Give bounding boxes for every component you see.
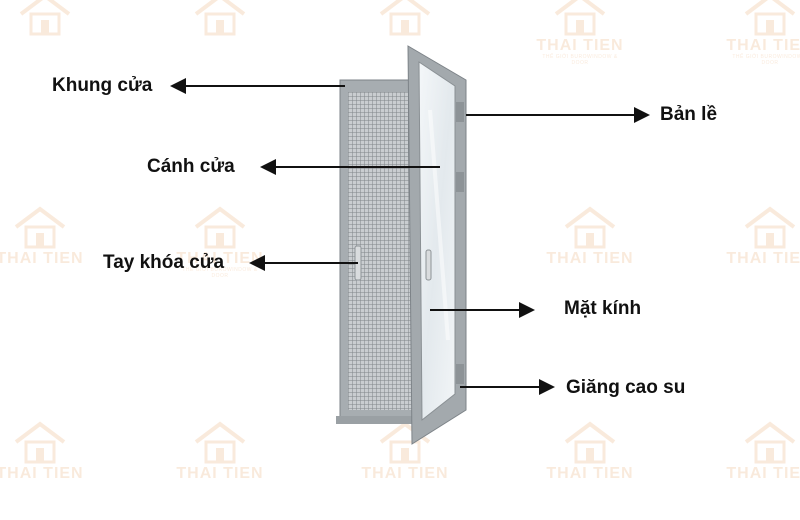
label-tay-khoa-cua: Tay khóa cửa (103, 252, 225, 273)
house-logo-icon (379, 0, 431, 36)
watermark: THAI TIEN (0, 420, 85, 520)
hinge-bottom (456, 364, 464, 384)
watermark-brand: THAI TIEN (726, 250, 800, 267)
watermark-brand: THAI TIEN (726, 37, 800, 54)
watermark-brand: THAI TIEN (176, 250, 264, 267)
label-canh-cua: Cánh cửa (147, 156, 235, 177)
watermark: THAI TIEN THẾ GIỚI BUROWINDOW & DOOR (725, 0, 800, 92)
watermark: THAI TIEN (725, 205, 800, 305)
house-logo-icon (194, 421, 246, 464)
house-logo-icon (744, 421, 796, 464)
watermark (360, 0, 450, 92)
house-logo-icon (194, 206, 246, 249)
watermark-brand: THAI TIEN (546, 250, 634, 267)
house-logo-icon (14, 206, 66, 249)
watermark: THAI TIEN THẾ GIỚI BUROWINDOW & DOOR (175, 205, 265, 305)
door-sash (407, 45, 467, 445)
house-logo-icon (564, 206, 616, 249)
watermark-brand: THAI TIEN (176, 465, 264, 482)
watermark-tagline: THẾ GIỚI BUROWINDOW & DOOR (182, 267, 258, 279)
door-diagram (170, 45, 650, 445)
watermark-tagline: THẾ GIỚI BUROWINDOW & DOOR (732, 54, 800, 66)
house-logo-icon (554, 0, 606, 36)
house-logo-icon (14, 421, 66, 464)
label-ban-le: Bản lề (660, 104, 718, 125)
door-handle-sash (425, 249, 432, 281)
house-logo-icon (19, 0, 71, 36)
house-logo-icon (744, 0, 796, 36)
watermark: THAI TIEN (545, 420, 635, 520)
watermark (0, 0, 90, 92)
hinge-top (456, 102, 464, 122)
watermark-brand: THAI TIEN (536, 37, 624, 54)
watermark-brand: THAI TIEN (361, 465, 449, 482)
watermark-brand: THAI TIEN (0, 250, 84, 267)
watermark: THAI TIEN (545, 205, 635, 305)
watermark-brand: THAI TIEN (546, 465, 634, 482)
label-giang-cao-su: Giăng cao su (566, 377, 686, 398)
house-logo-icon (194, 0, 246, 36)
house-logo-icon (744, 206, 796, 249)
label-khung-cua: Khung cửa (52, 75, 153, 96)
watermark: THAI TIEN (725, 420, 800, 520)
watermark-brand: THAI TIEN (0, 465, 84, 482)
hinge-middle (456, 172, 464, 192)
house-logo-icon (564, 421, 616, 464)
watermark-brand: THAI TIEN (726, 465, 800, 482)
label-mat-kinh: Mặt kính (564, 298, 642, 319)
glass-pane (419, 62, 455, 420)
watermark (175, 0, 265, 92)
watermark: THAI TIEN THẾ GIỚI BUROWINDOW & DOOR (535, 0, 625, 92)
watermark-tagline: THẾ GIỚI BUROWINDOW & DOOR (542, 54, 618, 66)
watermark: THAI TIEN (0, 205, 85, 305)
watermark: THAI TIEN (175, 420, 265, 520)
